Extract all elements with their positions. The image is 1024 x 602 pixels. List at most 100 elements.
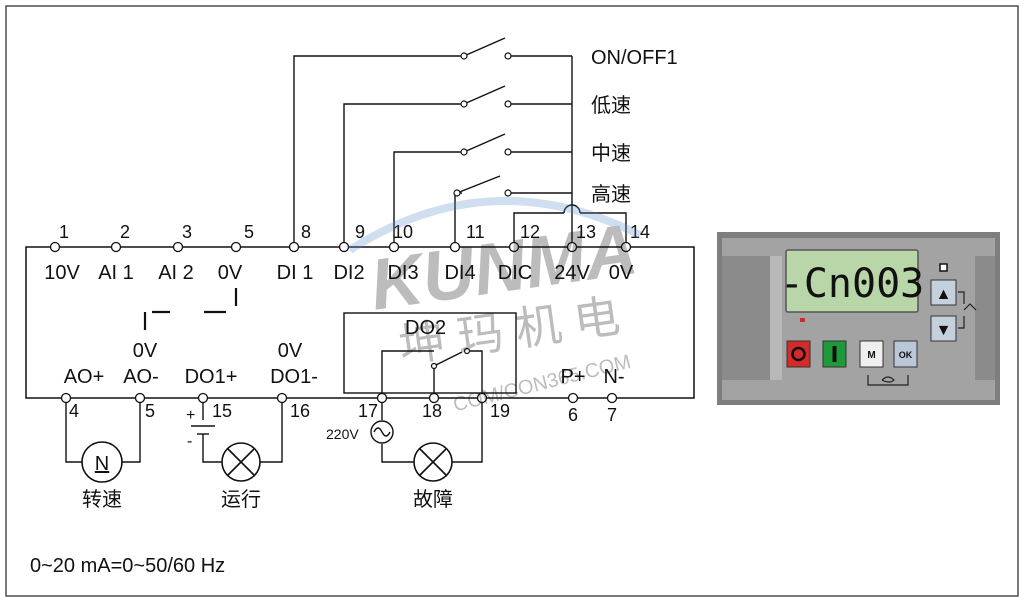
bottom-terminal-4: 4 [60,392,79,421]
outer-frame [5,5,1019,597]
do2-contacts [430,347,471,370]
ao-plus-label: AO+ [64,366,105,388]
terminal-label: DI4 [444,262,475,284]
terminal-label: DI2 [333,262,364,284]
terminal-number: 10 [393,222,413,242]
terminal-number: 7 [607,405,617,425]
do1-minus-label: DO1- [270,366,318,388]
supply-voltage-label: 220V [326,426,359,442]
terminal-number: 1 [59,222,69,242]
terminal-number: 5 [145,401,155,421]
do2-relay [343,312,517,398]
fault-label: 故障 [413,488,453,511]
ac-source-icon [370,420,394,444]
lcd-display [785,249,919,313]
p-plus-label: P+ [560,366,585,388]
bottom-terminal-7: 7 [606,392,618,425]
terminal-number: 3 [182,222,192,242]
terminal-number: 11 [466,222,485,242]
terminal-label: 0V [609,262,634,284]
top-terminal-10: 10 DI3 [387,222,418,284]
up-arrow-icon: ▲ [936,286,952,303]
top-terminal-12: 12 DIC [498,222,540,284]
fault-lamp-icon [413,442,453,482]
footer-note: 0~20 mA=0~50/60 Hz [30,555,225,577]
terminal-label: 0V [218,262,243,284]
bottom-terminal-5: 5 [134,392,155,421]
hand-bracket-icon [867,375,909,386]
terminal-number: 13 [576,222,596,242]
do1-plus-label: DO1+ [185,366,238,388]
do1-minus-top-label: 0V [278,340,303,362]
terminal-number: 19 [490,401,510,421]
switch-label-on-off1: ON/OFF1 [591,47,678,69]
top-terminal-2: 2 AI 1 [98,222,134,284]
down-button[interactable]: ▼ [930,315,957,342]
terminal-number: 17 [358,401,378,421]
terminal-number: 2 [120,222,130,242]
terminal-label: 24V [554,262,590,284]
run-label: 运行 [221,488,261,511]
terminal-number: 6 [568,405,578,425]
terminal-label: DIC [498,262,532,284]
ok-button[interactable]: OK [893,340,918,368]
do2-label: DO2 [405,317,446,339]
switch-contacts [453,52,512,197]
bottom-terminal-6: 6 [567,392,579,425]
run-icon [832,346,837,362]
down-arrow-icon: ▼ [936,322,952,339]
run-button[interactable] [822,340,847,368]
stop-icon [791,346,806,362]
bottom-terminal-18: 18 [422,392,442,421]
terminal-number: 12 [520,222,540,242]
terminal-label: AI 2 [158,262,194,284]
lcd-display-value: -Cn003 [780,261,925,307]
terminal-label: DI 1 [277,262,314,284]
top-terminal-5: 5 0V [218,222,254,284]
top-terminal-11: 11 DI4 [444,222,484,284]
ok-button-label: OK [899,350,913,360]
switch-label-low-speed: 低速 [591,94,631,117]
scroll-hint-icon [958,291,977,329]
terminal-number: 18 [422,401,442,421]
terminal-number: 16 [290,401,310,421]
terminal-label: 10V [44,262,80,284]
bottom-wiring [65,398,483,463]
terminal-number: 15 [212,401,232,421]
terminal-number: 8 [301,222,311,242]
terminal-label: AI 1 [98,262,134,284]
top-terminal-13: 13 24V [554,222,596,284]
run-lamp-icon [221,442,261,482]
ao-minus-top-label: 0V [133,340,158,362]
n-minus-label: N- [603,366,624,388]
terminal-number: 14 [630,222,650,242]
ao-minus-label: AO- [123,366,159,388]
up-button[interactable]: ▲ [930,279,957,306]
stop-button[interactable] [786,340,811,368]
top-terminal-14: 14 0V [609,222,650,284]
internal-0v-link [143,288,238,330]
switch-wiring [293,37,627,247]
switch-label-high-speed: 高速 [591,183,631,206]
top-terminal-9: 9 DI2 [333,222,365,284]
battery-plus-sign: + [186,407,195,424]
top-terminal-1: 1 10V [44,222,80,284]
inverter-terminal-block [25,246,695,399]
indicator-square-icon [939,263,948,272]
terminal-number: 5 [244,222,254,242]
terminal-label: DI3 [387,262,418,284]
bottom-terminal-16: 16 [276,392,310,421]
m-button-label: M [867,350,875,361]
terminal-number: 9 [355,222,365,242]
switch-label-mid-speed: 中速 [591,142,631,165]
bottom-terminal-19: 19 [476,392,510,421]
speed-label: 转速 [82,488,122,511]
m-button[interactable]: M [859,340,884,368]
bottom-terminal-15: 15 [197,392,232,421]
bottom-terminal-17: 17 [358,392,388,421]
battery-minus-sign: - [187,433,192,450]
terminal-number: 4 [69,401,79,421]
top-terminal-8: 8 DI 1 [277,222,314,284]
